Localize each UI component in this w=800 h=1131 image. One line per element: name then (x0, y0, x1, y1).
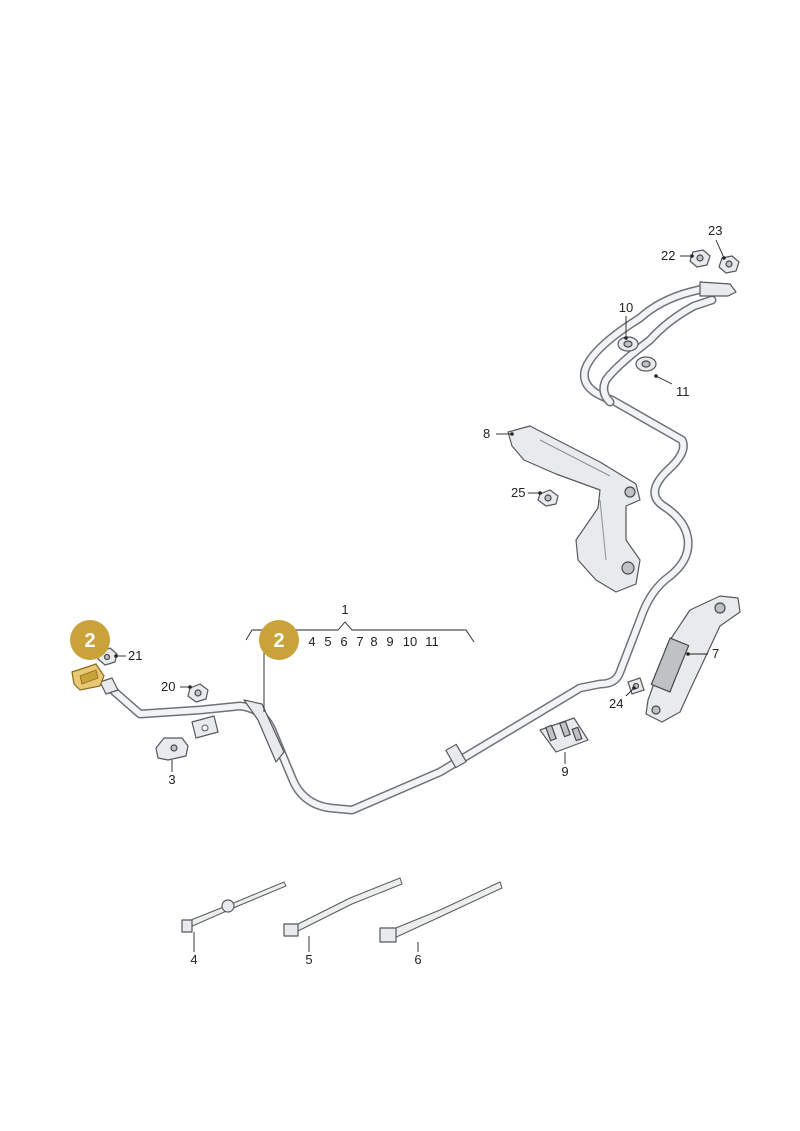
grommet-10 (617, 336, 639, 352)
group-member-10: 10 (403, 634, 417, 649)
pipe-assembly (99, 281, 737, 815)
badge-2-right-number: 2 (273, 630, 284, 652)
group-member-4: 4 (308, 634, 315, 649)
pipe-end-fitting (699, 281, 737, 297)
pipe-sleeve (243, 699, 285, 763)
nut-23 (718, 255, 740, 274)
callout-7: 7 (712, 646, 719, 661)
callout-10: 10 (619, 300, 633, 315)
grommet-11 (635, 356, 657, 372)
badge-2-left: 2 (70, 620, 110, 660)
nut-22 (689, 249, 711, 268)
group-member-6: 6 (340, 634, 347, 649)
pipe-joint (445, 743, 467, 769)
callout-8: 8 (483, 426, 490, 441)
pipe-left-end (99, 677, 119, 695)
leader-lines (114, 239, 726, 952)
bracket-8 (507, 425, 641, 593)
group-member-9: 9 (386, 634, 393, 649)
cable-tie-6 (379, 881, 503, 943)
second-pipe (599, 295, 717, 407)
callout-25: 25 (511, 485, 525, 500)
callout-3: 3 (168, 772, 175, 787)
bracket-7 (645, 595, 741, 723)
callout-1: 1 (341, 602, 348, 617)
callout-23: 23 (708, 223, 722, 238)
callout-11: 11 (676, 384, 690, 399)
nut-20 (187, 683, 209, 703)
callout-24: 24 (609, 696, 623, 711)
group-member-11: 11 (425, 634, 439, 649)
callout-5: 5 (305, 952, 312, 967)
callout-6: 6 (414, 952, 421, 967)
clip-nut-25 (537, 489, 559, 507)
group-member-5: 5 (324, 634, 331, 649)
cable-tie-4 (181, 881, 287, 933)
callout-22: 22 (661, 248, 675, 263)
badge-2-right: 2 (259, 620, 299, 660)
group-member-8: 8 (370, 634, 377, 649)
callout-4: 4 (190, 952, 197, 967)
cable-tie-5 (283, 877, 403, 937)
pipe-holder-9 (539, 717, 589, 753)
badge-2-left-number: 2 (84, 630, 95, 652)
callout-9: 9 (561, 764, 568, 779)
group-member-7: 7 (356, 634, 363, 649)
callout-20: 20 (161, 679, 175, 694)
callout-21: 21 (128, 648, 142, 663)
callout-labels: 3 4 5 6 7 8 9 10 11 20 21 22 23 24 25 (128, 223, 722, 967)
